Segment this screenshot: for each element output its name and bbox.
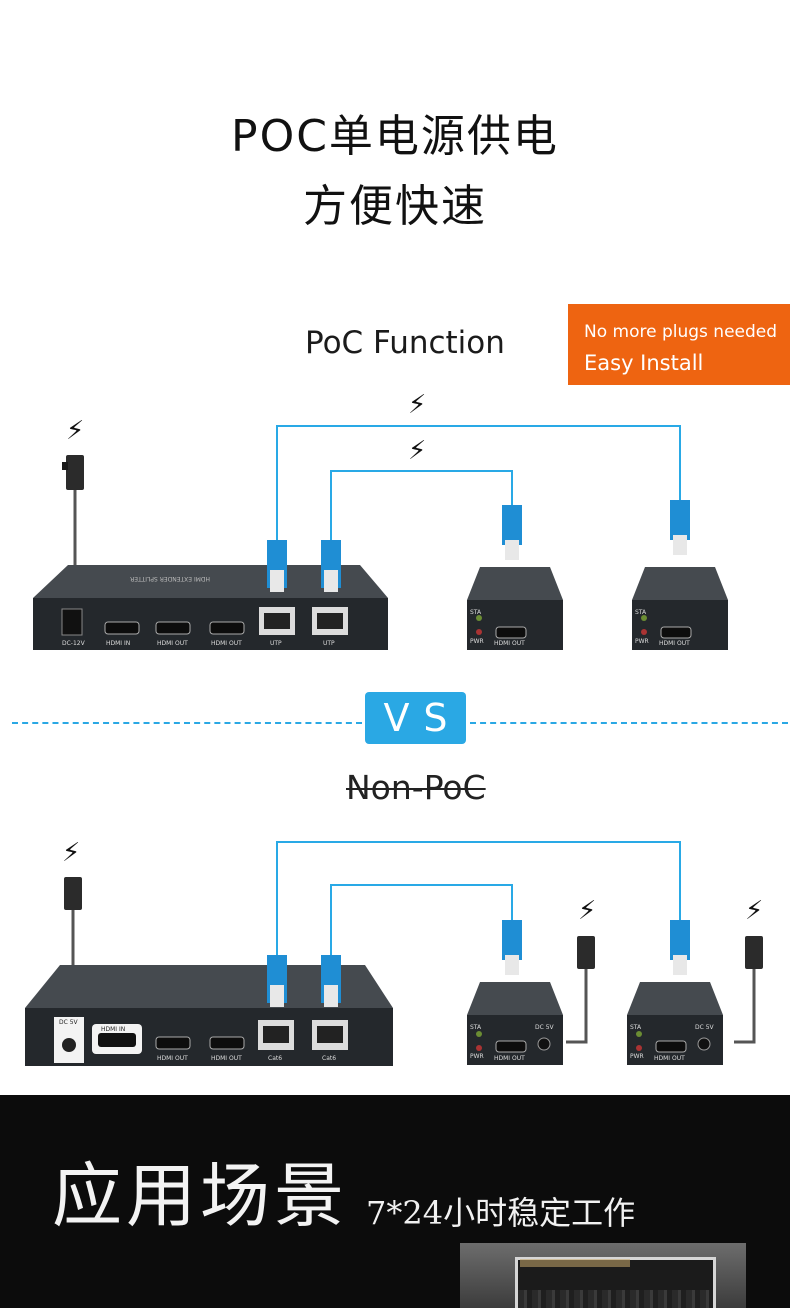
non-poc-port-hdmi-in: HDMI IN [101,1026,125,1033]
non-poc-port-cat6-1: Cat6 [268,1055,282,1062]
poc-rx1-pwr: PWR [470,638,484,645]
hero-title-line1: POC单电源供电 [231,111,559,162]
poc-port-utp-2: UTP [323,640,335,647]
easy-install-badge: No more plugs needed Easy Install [568,304,790,385]
non-poc-receiver-2 [627,982,723,1065]
poc-port-hdmi-out-1: HDMI OUT [157,640,188,647]
bolt-icon: ⚡ [62,838,81,868]
poc-diagram: DC-12V HDMI IN HDMI OUT HDMI OUT UTP UTP… [33,425,728,650]
poc-cable-inner [330,470,513,545]
non-poc-cable-inner [330,884,513,960]
poc-port-utp-1: UTP [270,640,282,647]
application-subtitle: 7*24小时稳定工作 [366,1194,636,1232]
poc-receiver-1 [467,567,563,650]
non-poc-port-labels: DC 5V HDMI IN HDMI OUT HDMI OUT Cat6 Cat… [59,1019,715,1062]
application-title: 应用场景 [52,1155,348,1237]
badge-line-easy-install: Easy Install [584,351,704,375]
power-adapter-icon [64,877,763,1044]
non-poc-cables [276,841,681,960]
non-poc-splitter-device [25,965,393,1066]
screen-glow [520,1259,630,1267]
non-poc-port-hdmi-out-2: HDMI OUT [211,1055,242,1062]
non-poc-rx2-dc: DC 5V [695,1024,715,1031]
poc-receiver-2 [632,567,728,650]
non-poc-label: Non-PoC [346,768,486,807]
poc-rj45-plugs [267,500,690,592]
poc-port-hdmi-in: HDMI IN [106,640,130,647]
non-poc-rx1-dc: DC 5V [535,1024,555,1031]
vs-badge: VS [365,692,466,744]
non-poc-rx2-hdmi: HDMI OUT [654,1055,685,1062]
non-poc-rx1-sta: STA [470,1024,482,1031]
badge-line-no-plugs: No more plugs needed [584,322,778,342]
poc-rx2-hdmi: HDMI OUT [659,640,690,647]
non-poc-rj45-plugs [267,920,690,1007]
non-poc-rx1-hdmi: HDMI OUT [494,1055,525,1062]
poc-port-dc: DC-12V [62,640,86,647]
non-poc-rx2-pwr: PWR [630,1053,644,1060]
poc-function-label: PoC Function [305,325,505,361]
non-poc-receiver-1 [467,982,563,1065]
scene-photo [460,1243,746,1308]
bolt-icon: ⚡ [66,416,85,446]
bolt-icon: ⚡ [408,436,427,466]
non-poc-rx2-sta: STA [630,1024,642,1031]
poc-rx1-hdmi: HDMI OUT [494,640,525,647]
divider-left [12,722,362,724]
hero-title-line2: 方便快速 [303,181,487,232]
non-poc-port-dc: DC 5V [59,1019,79,1026]
poc-cables [276,425,681,545]
city-skyline-image [518,1290,713,1308]
poc-port-labels: DC-12V HDMI IN HDMI OUT HDMI OUT UTP UTP… [62,609,690,647]
poc-splitter-device [33,565,388,650]
poc-cable-outer [276,425,681,545]
poc-rx1-sta: STA [470,609,482,616]
bolt-icon: ⚡ [408,390,427,420]
poc-rx2-sta: STA [635,609,647,616]
non-poc-diagram: DC 5V HDMI IN HDMI OUT HDMI OUT Cat6 Cat… [25,841,763,1066]
bolt-icon: ⚡ [745,896,764,926]
non-poc-port-cat6-2: Cat6 [322,1055,336,1062]
poc-rx2-pwr: PWR [635,638,649,645]
poc-port-hdmi-out-2: HDMI OUT [211,640,242,647]
poc-splitter-top-label: HDMI EXTENDER SPLITTER [130,575,210,582]
non-poc-cable-outer [276,841,681,960]
non-poc-rx1-pwr: PWR [470,1053,484,1060]
divider-right [470,722,788,724]
bolt-icon: ⚡ [578,896,597,926]
non-poc-port-hdmi-out-1: HDMI OUT [157,1055,188,1062]
